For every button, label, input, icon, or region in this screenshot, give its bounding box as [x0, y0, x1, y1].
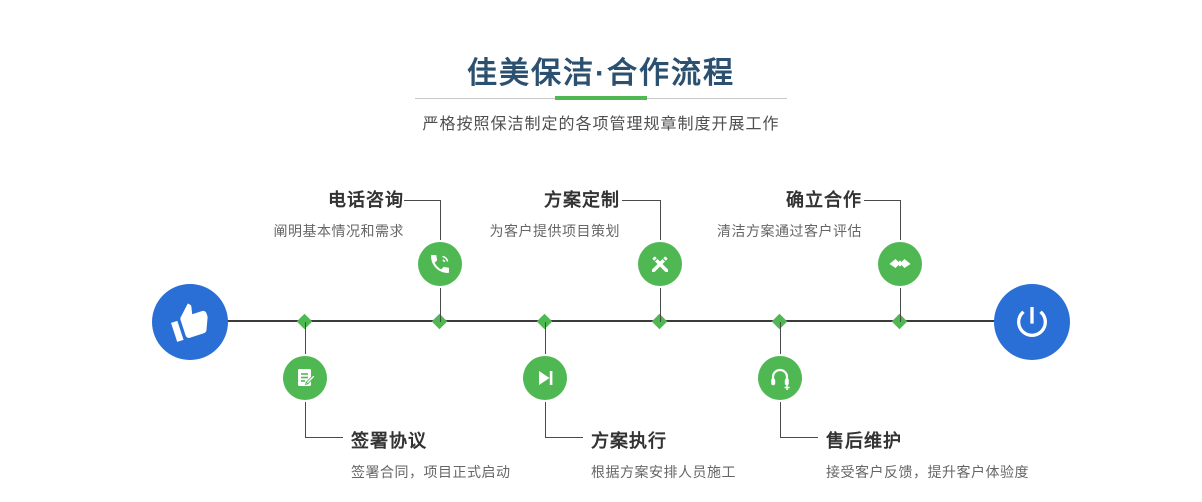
crossed-pencils-icon: [652, 256, 668, 272]
step-title: 签署协议: [351, 431, 427, 451]
connector-line: [305, 437, 343, 438]
connector-line: [545, 437, 583, 438]
connector-line: [440, 200, 441, 242]
step-desc: 清洁方案通过客户评估: [717, 223, 862, 239]
step-title: 方案执行: [591, 431, 667, 451]
connector-line: [545, 322, 546, 356]
timeline: [190, 320, 1032, 322]
power-icon: [1017, 307, 1047, 337]
step-title: 电话咨询: [328, 190, 404, 210]
step-node-plan-custom: [638, 242, 682, 286]
step-label-cooperation: 确立合作 清洁方案通过客户评估: [717, 186, 862, 241]
step-desc: 签署合同，项目正式启动: [351, 464, 511, 480]
step-node-phone-consult: [418, 242, 462, 286]
connector-line: [780, 400, 781, 437]
connector-line: [900, 200, 901, 242]
page-subtitle: 严格按照保洁制定的各项管理规章制度开展工作: [422, 116, 780, 133]
step-label-plan-execute: 方案执行 根据方案安排人员施工: [591, 427, 736, 482]
end-node: [994, 284, 1070, 360]
connector-line: [780, 322, 781, 356]
step-label-sign-agreement: 签署协议 签署合同，项目正式启动: [351, 427, 511, 482]
hand-icon: [171, 303, 208, 342]
connector-line: [404, 200, 440, 201]
step-node-after-sales: [758, 356, 802, 400]
connector-line: [305, 322, 306, 356]
connector-line: [864, 200, 900, 201]
step-node-sign-agreement: [283, 356, 327, 400]
step-node-plan-execute: [523, 356, 567, 400]
connector-line: [545, 400, 546, 437]
step-title: 售后维护: [826, 431, 902, 451]
handshake-icon: [889, 259, 911, 268]
connector-line: [660, 200, 661, 242]
contract-icon: [298, 369, 316, 386]
connector-line: [780, 437, 818, 438]
step-title: 确立合作: [786, 190, 862, 210]
step-desc: 根据方案安排人员施工: [591, 464, 736, 480]
step-desc: 为客户提供项目策划: [489, 223, 620, 239]
step-label-phone-consult: 电话咨询 阐明基本情况和需求: [274, 186, 405, 241]
start-node: [152, 284, 228, 360]
step-node-cooperation: [878, 242, 922, 286]
connector-line: [305, 400, 306, 437]
play-forward-icon: [539, 371, 553, 385]
connector-line: [660, 286, 661, 322]
connector-line: [622, 200, 660, 201]
step-desc: 接受客户反馈，提升客户体验度: [826, 464, 1029, 480]
title-divider-accent: [555, 96, 647, 100]
connector-line: [900, 286, 901, 322]
step-label-after-sales: 售后维护 接受客户反馈，提升客户体验度: [826, 427, 1029, 482]
connector-line: [440, 286, 441, 322]
headset-icon: [771, 368, 790, 390]
step-desc: 阐明基本情况和需求: [273, 223, 404, 239]
page-title: 佳美保洁·合作流程: [467, 57, 735, 90]
step-label-plan-custom: 方案定制 为客户提供项目策划: [490, 186, 621, 241]
title-divider: [415, 96, 787, 100]
step-title: 方案定制: [544, 190, 620, 210]
phone-icon: [431, 255, 449, 273]
